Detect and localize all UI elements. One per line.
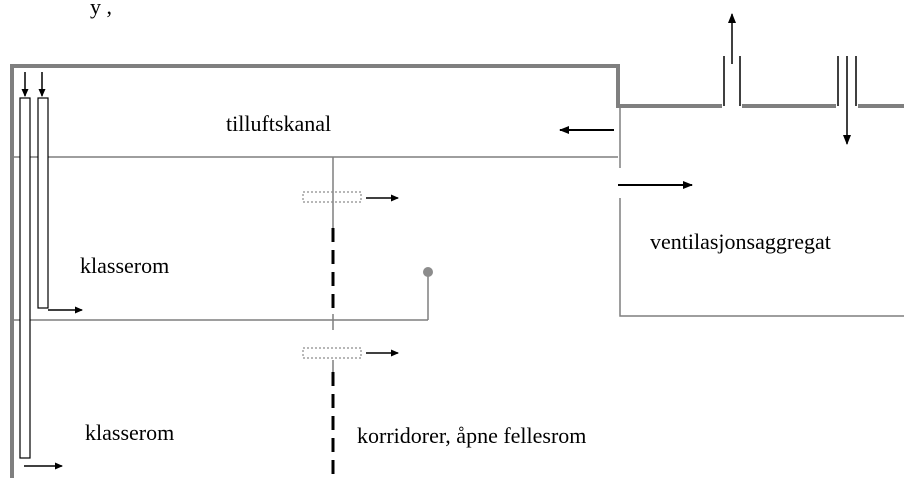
sensor-dot	[423, 267, 433, 277]
flow-arrows	[21, 72, 693, 470]
intake-hood	[837, 56, 857, 106]
cropped-header-text: y ,	[90, 0, 112, 19]
outer-wall	[10, 64, 722, 478]
transfer-valve-lower	[302, 347, 362, 359]
duct-upper-classroom	[37, 97, 49, 309]
duct-lower-classroom	[19, 97, 31, 459]
transfer-valve-upper	[302, 191, 362, 203]
floor-lines	[12, 108, 904, 372]
classroom-lower-label: klasserom	[85, 420, 175, 445]
corridor-label: korridorer, åpne fellesrom	[357, 423, 587, 448]
roof-hoods	[723, 56, 857, 106]
classroom-upper-label: klasserom	[80, 253, 170, 278]
supply-duct-label: tilluftskanal	[226, 111, 332, 136]
unit-wall-lower	[619, 198, 904, 317]
building-walls	[10, 64, 904, 478]
ventilation-unit-label: ventilasjonsaggregat	[650, 229, 831, 254]
vertical-ducts	[19, 97, 49, 459]
exhaust-hood	[723, 56, 741, 106]
